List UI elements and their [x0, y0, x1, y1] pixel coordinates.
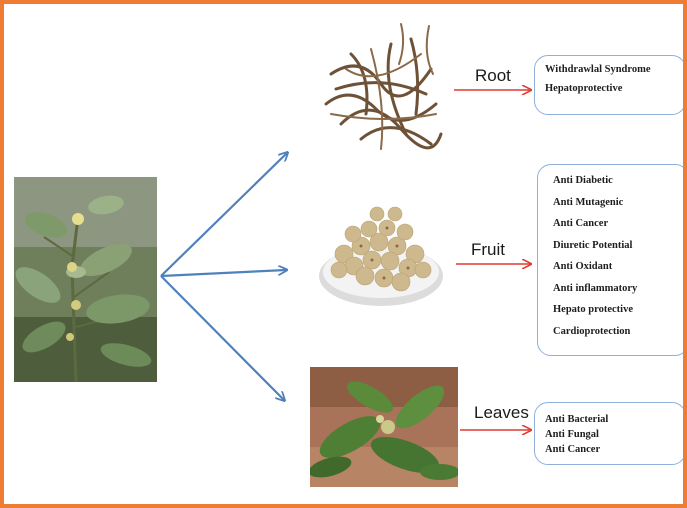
effect-item: Anti inflammatory — [553, 278, 678, 300]
effect-item: Anti Cancer — [545, 442, 675, 457]
root-photo — [311, 14, 451, 162]
effects-box-fruit: Anti Diabetic Anti Mutagenic Anti Cancer… — [537, 164, 687, 356]
effects-box-leaves: Anti Bacterial Anti Fungal Anti Cancer — [534, 402, 686, 465]
effect-item: Anti Bacterial — [545, 412, 675, 427]
effects-box-root: Withdrawlal Syndrome Hepatoprotective — [534, 55, 686, 115]
effect-item: Anti Diabetic — [553, 170, 678, 192]
effect-item: Hepato protective — [553, 299, 678, 321]
effect-item: Diuretic Potential — [553, 235, 678, 257]
part-label-root: Root — [475, 66, 511, 86]
effect-item: Anti Fungal — [545, 427, 675, 442]
part-label-fruit: Fruit — [471, 240, 505, 260]
leaves-photo — [310, 367, 458, 487]
part-label-leaves: Leaves — [474, 403, 529, 423]
branch-arrow-fruit — [161, 270, 286, 276]
branch-arrow-leaves — [161, 276, 284, 400]
whole-plant-photo — [14, 177, 157, 382]
effect-item: Anti Cancer — [553, 213, 678, 235]
effect-item: Hepatoprotective — [545, 79, 675, 98]
effect-item: Anti Mutagenic — [553, 192, 678, 214]
fruit-photo — [309, 184, 451, 319]
effect-item: Withdrawlal Syndrome — [545, 60, 675, 79]
effect-item: Cardioprotection — [553, 321, 678, 343]
branch-arrow-root — [161, 153, 287, 276]
effect-item: Anti Oxidant — [553, 256, 678, 278]
